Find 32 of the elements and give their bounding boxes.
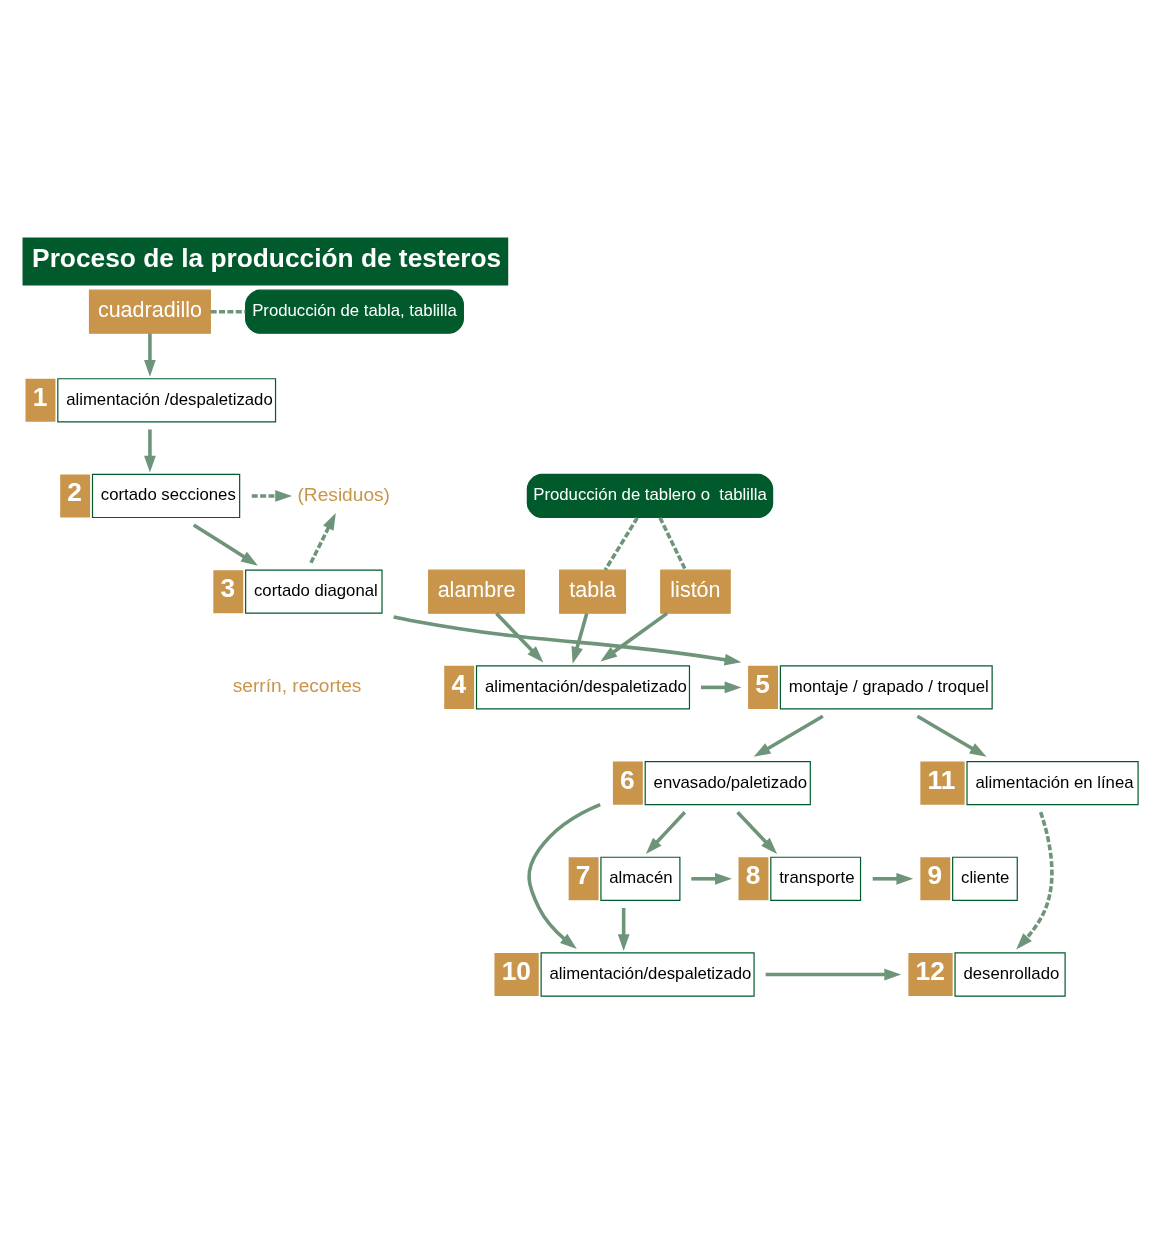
node-box: Producción de tablero o tablilla <box>526 473 774 518</box>
arrow <box>736 810 778 854</box>
arrow <box>144 332 156 377</box>
arrow <box>700 681 742 693</box>
label: serrín, recortes <box>232 674 362 696</box>
arrow <box>571 612 589 664</box>
arrow <box>393 614 742 665</box>
arrow <box>600 611 669 661</box>
arrow <box>1016 811 1054 949</box>
arrow <box>645 810 687 854</box>
arrow <box>144 428 156 473</box>
connector <box>658 516 687 571</box>
arrow <box>309 512 336 564</box>
arrow <box>765 968 902 980</box>
arrow <box>617 907 630 951</box>
node-box: tabla <box>559 569 627 614</box>
arrow <box>527 802 601 949</box>
arrow <box>753 714 824 757</box>
connector <box>603 516 639 571</box>
node-box: cuadradillo <box>88 289 211 334</box>
diagram-title: Proceso de la producción de testeros <box>32 242 502 273</box>
arrow <box>192 522 258 566</box>
node-box: alambre <box>428 569 525 614</box>
node-text: (Residuos) <box>297 483 390 505</box>
connector <box>210 309 246 314</box>
arrow <box>916 714 987 757</box>
arrow <box>691 872 732 885</box>
node-box: listón <box>660 569 731 614</box>
arrow <box>872 872 914 885</box>
arrow <box>495 611 544 662</box>
arrow <box>251 489 293 502</box>
node-box: Producción de tabla, tablilla <box>245 289 464 334</box>
